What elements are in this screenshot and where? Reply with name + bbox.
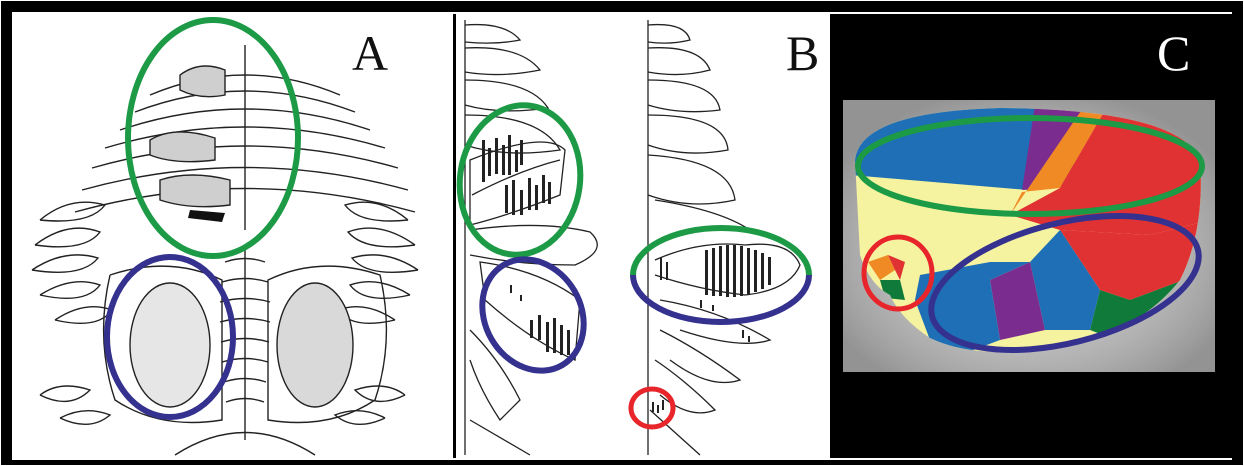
panel-b: B [450,14,827,458]
panel-b-divider [453,14,456,458]
panel-c-label: C [1157,25,1190,81]
panel-b-center-divider [615,14,639,458]
panel-c: C [830,14,1232,458]
panel-a: A [14,14,452,458]
panel-a-label: A [352,25,388,81]
panel-b-label: B [786,25,819,81]
